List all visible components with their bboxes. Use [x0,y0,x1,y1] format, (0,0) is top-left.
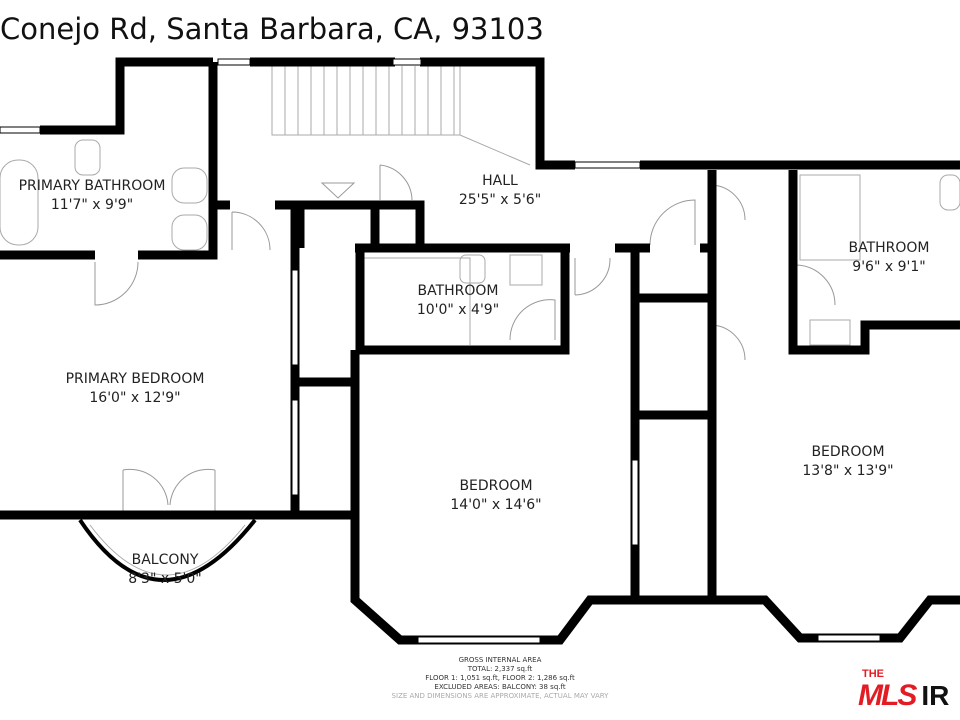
toilet [459,254,486,284]
room-name: PRIMARY BATHROOM [18,178,166,194]
sink [171,214,208,251]
logo-mls: MLS [858,679,917,712]
area-excluded: EXCLUDED AREAS: BALCONY: 38 sq.ft [434,683,566,691]
room-name: BATHROOM [417,283,499,299]
sink [809,319,851,346]
doors [94,164,836,513]
area-note: SIZE AND DIMENSIONS ARE APPROXIMATE, ACT… [391,692,609,700]
sink [171,167,208,204]
room-name: HALL [482,173,518,189]
room-dims: 11'7" x 9'9" [50,197,134,213]
room-label-bathroom-middle: BATHROOM 10'0" x 4'9" [417,282,499,320]
room-name: BEDROOM [459,478,533,494]
logo-ir: IR [921,680,950,711]
toilet [74,139,101,176]
room-dims: 13'8" x 13'9" [802,463,894,479]
room-label-hall: HALL 25'5" x 5'6" [459,172,541,210]
gross-area-summary: GROSS INTERNAL AREA TOTAL: 2,337 sq.ft F… [392,656,609,701]
balcony-railing [78,518,257,582]
room-label-primary-bathroom: PRIMARY BATHROOM 11'7" x 9'9" [19,177,166,215]
area-total: TOTAL: 2,337 sq.ft [467,665,533,673]
room-dims: 25'5" x 5'6" [458,192,542,208]
area-floors: FLOOR 1: 1,051 sq.ft, FLOOR 2: 1,286 sq.… [425,674,575,682]
room-name: BALCONY [131,552,199,568]
room-name: BATHROOM [848,240,930,256]
mls-logo: THE MLS IR [858,668,949,712]
windows [0,58,881,644]
room-dims: 8'3" x 5'0" [128,571,202,587]
room-label-bathroom-right: BATHROOM 9'6" x 9'1" [848,239,929,277]
logo-wordmark: MLS IR [858,680,949,712]
room-label-bedroom-right: BEDROOM 13'8" x 13'9" [802,443,893,481]
room-label-balcony: BALCONY 8'3" x 5'0" [128,551,201,589]
room-label-bedroom-middle: BEDROOM 14'0" x 14'6" [450,477,541,515]
area-title: GROSS INTERNAL AREA [458,656,542,664]
toilet [939,174,960,211]
room-dims: 16'0" x 12'9" [89,390,181,406]
fixtures [0,66,960,582]
shower [799,174,861,261]
sink [509,254,543,286]
room-name: BEDROOM [811,444,885,460]
logo-the: THE [862,668,884,680]
bathtub [0,159,39,246]
room-name: PRIMARY BEDROOM [65,371,205,387]
room-dims: 10'0" x 4'9" [416,302,500,318]
room-dims: 14'0" x 14'6" [450,497,542,513]
room-dims: 9'6" x 9'1" [852,259,926,275]
staircase [271,66,531,166]
property-address: Conejo Rd, Santa Barbara, CA, 93103 [0,12,544,46]
room-label-primary-bedroom: PRIMARY BEDROOM 16'0" x 12'9" [66,370,205,408]
